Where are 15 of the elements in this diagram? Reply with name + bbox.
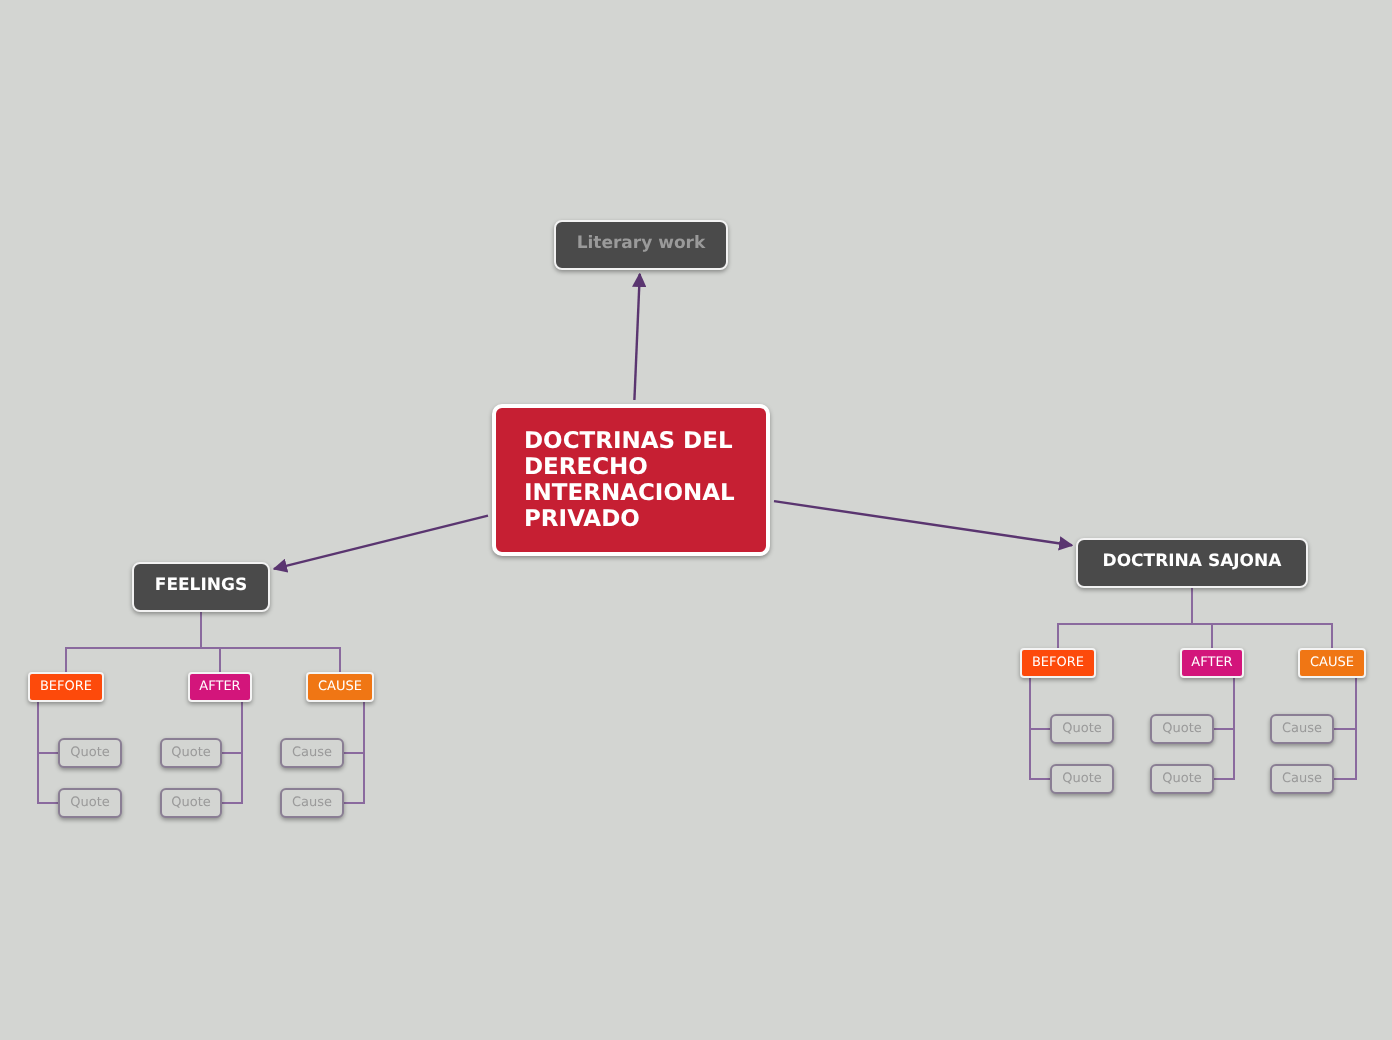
connector [1213, 677, 1235, 780]
connector [343, 701, 365, 804]
connector [1333, 677, 1357, 780]
connector [272, 514, 489, 573]
connector [1029, 677, 1051, 780]
topic-box: Literary work [554, 220, 728, 270]
topic-box: FEELINGS [132, 562, 270, 612]
connector [200, 611, 341, 673]
connector [221, 701, 243, 804]
topic-box: DOCTRINA SAJONA [1076, 538, 1308, 588]
connector [37, 701, 59, 804]
connector [632, 272, 647, 401]
connector [1191, 587, 1333, 649]
central-topic-box: DOCTRINAS DEL DERECHO INTERNACIONAL PRIVADO [492, 404, 770, 556]
connector [773, 499, 1074, 551]
